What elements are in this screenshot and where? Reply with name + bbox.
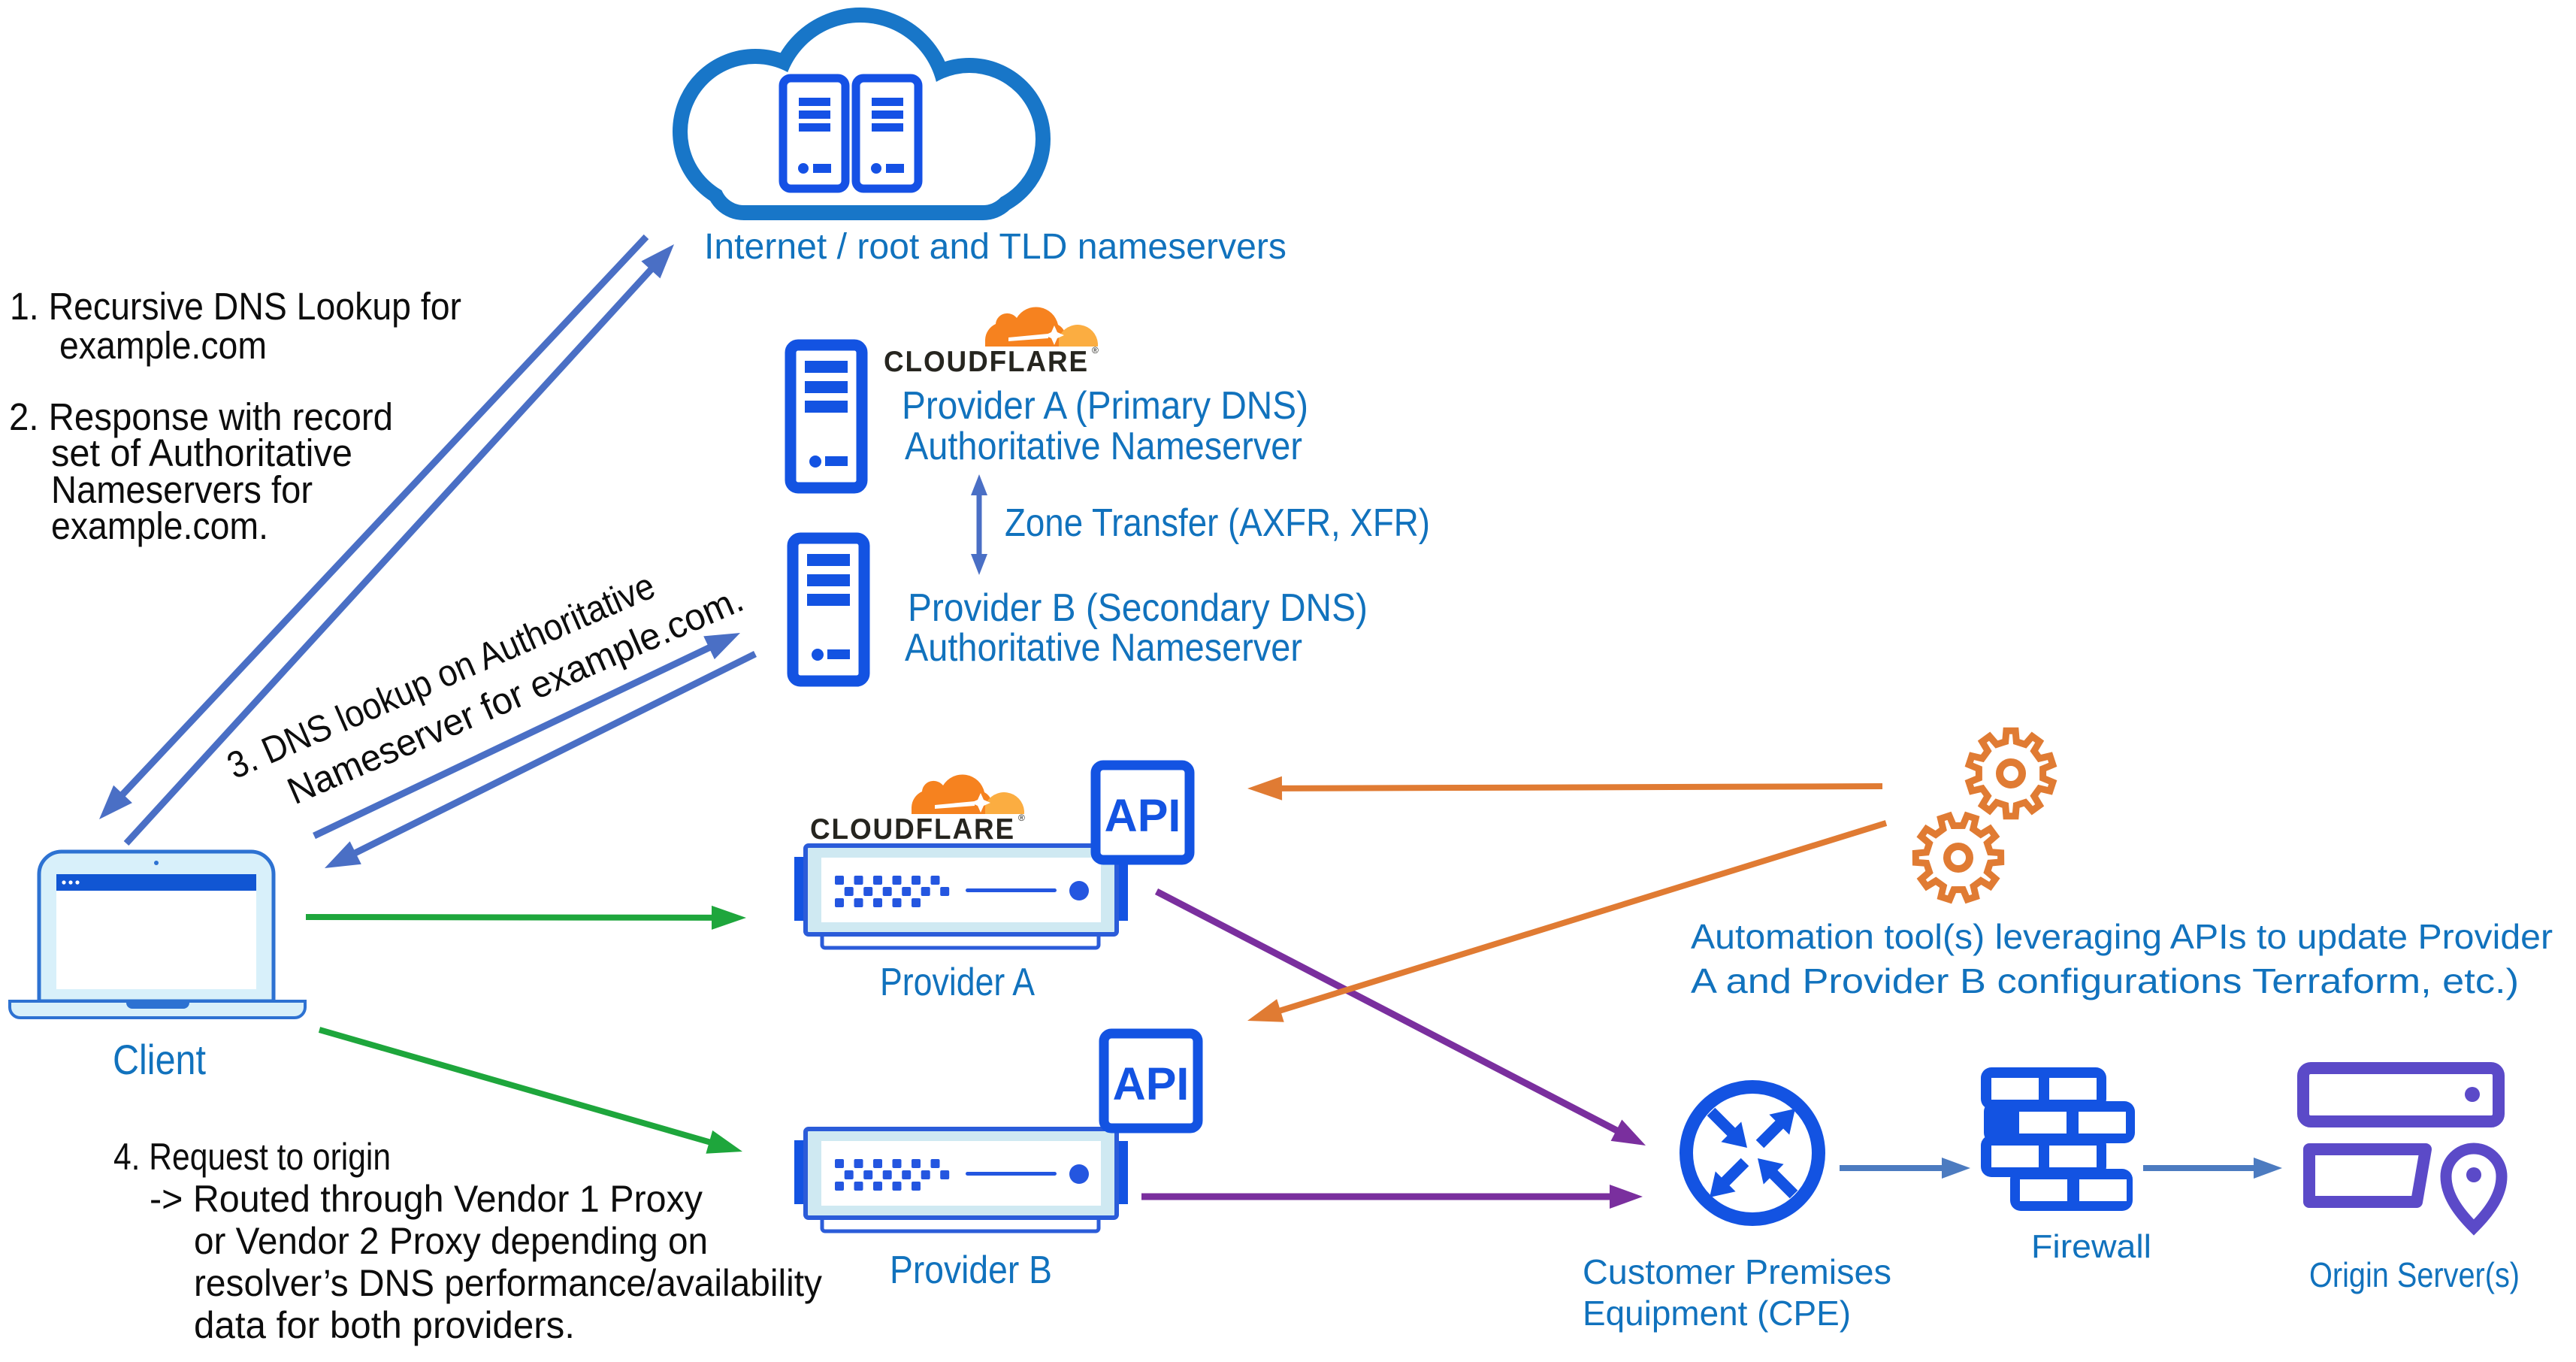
svg-text:Nameservers for: Nameservers for: [51, 468, 313, 511]
svg-text:®: ®: [1018, 813, 1025, 823]
svg-text:1. Recursive DNS Lookup for: 1. Recursive DNS Lookup for: [10, 285, 461, 328]
svg-text:Provider A (Primary DNS): Provider A (Primary DNS): [902, 384, 1308, 428]
svg-text:CLOUDFLARE: CLOUDFLARE: [884, 346, 1089, 378]
svg-text:API: API: [1105, 790, 1181, 841]
svg-text:®: ®: [1092, 345, 1099, 356]
svg-text:Client: Client: [113, 1036, 206, 1083]
svg-text:or Vendor 2 Proxy depending on: or Vendor 2 Proxy depending on: [194, 1220, 708, 1262]
svg-text:API: API: [1113, 1058, 1190, 1109]
svg-text:CLOUDFLARE: CLOUDFLARE: [810, 813, 1015, 846]
svg-text:Automation tool(s) leveraging: Automation tool(s) leveraging APIs to up…: [1691, 917, 2553, 956]
svg-text:set of Authoritative: set of Authoritative: [51, 431, 352, 474]
svg-text:4. Request to origin: 4. Request to origin: [113, 1136, 391, 1178]
svg-text:resolver’s DNS performance/ava: resolver’s DNS performance/availability: [194, 1262, 822, 1304]
svg-text:Internet / root and TLD namese: Internet / root and TLD nameservers: [704, 227, 1286, 267]
svg-text:-> Routed through Vendor 1 Pro: -> Routed through Vendor 1 Proxy: [150, 1178, 703, 1220]
svg-text:Zone Transfer (AXFR, XFR): Zone Transfer (AXFR, XFR): [1005, 501, 1430, 545]
svg-text:Provider A: Provider A: [880, 961, 1035, 1004]
svg-text:Origin Server(s): Origin Server(s): [2309, 1255, 2520, 1294]
svg-text:Authoritative Nameserver: Authoritative Nameserver: [905, 425, 1302, 468]
svg-text:Provider B: Provider B: [890, 1248, 1052, 1292]
svg-text:Authoritative Nameserver: Authoritative Nameserver: [905, 626, 1302, 670]
svg-text:Equipment (CPE): Equipment (CPE): [1583, 1294, 1851, 1333]
svg-text:Firewall: Firewall: [2031, 1228, 2151, 1265]
svg-text:A and Provider B configuration: A and Provider B configurations Terrafor…: [1691, 961, 2519, 1000]
svg-text:data for both providers.: data for both providers.: [194, 1304, 575, 1346]
svg-text:2. Response with record: 2. Response with record: [9, 395, 393, 438]
svg-text:Customer Premises: Customer Premises: [1583, 1252, 1891, 1291]
svg-text:Provider B (Secondary DNS): Provider B (Secondary DNS): [908, 586, 1368, 630]
svg-text:example.com.: example.com.: [51, 504, 268, 547]
svg-text:example.com: example.com: [59, 324, 267, 367]
